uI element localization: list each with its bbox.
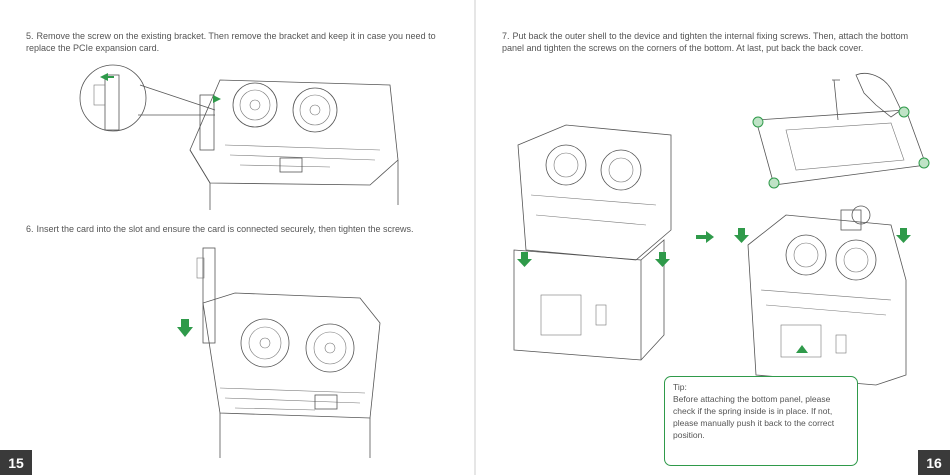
step-7-number: 7.: [502, 31, 510, 41]
page-number-right: 16: [918, 450, 950, 475]
tip-text: Before attaching the bottom panel, pleas…: [673, 394, 835, 440]
step-5-instruction: 5.Remove the screw on the existing brack…: [26, 30, 451, 54]
step-6-instruction: 6.Insert the card into the slot and ensu…: [26, 223, 451, 235]
tip-title: Tip:: [673, 382, 687, 392]
step-6-number: 6.: [26, 224, 34, 234]
step-5-number: 5.: [26, 31, 34, 41]
page-divider: [474, 0, 476, 475]
page-number-left: 15: [0, 450, 32, 475]
step-6-illustration: [177, 247, 381, 458]
tip-box: Tip: Before attaching the bottom panel, …: [664, 376, 858, 466]
step-5-illustration: [79, 64, 399, 210]
step-7-text: Put back the outer shell to the device a…: [502, 31, 909, 53]
step-7-illustration: [513, 72, 930, 386]
step-5-text: Remove the screw on the existing bracket…: [26, 31, 436, 53]
right-page: 7.Put back the outer shell to the device…: [476, 0, 950, 475]
left-page: 5.Remove the screw on the existing brack…: [0, 0, 474, 475]
step-7-instruction: 7.Put back the outer shell to the device…: [502, 30, 932, 54]
step-6-text: Insert the card into the slot and ensure…: [36, 224, 414, 234]
